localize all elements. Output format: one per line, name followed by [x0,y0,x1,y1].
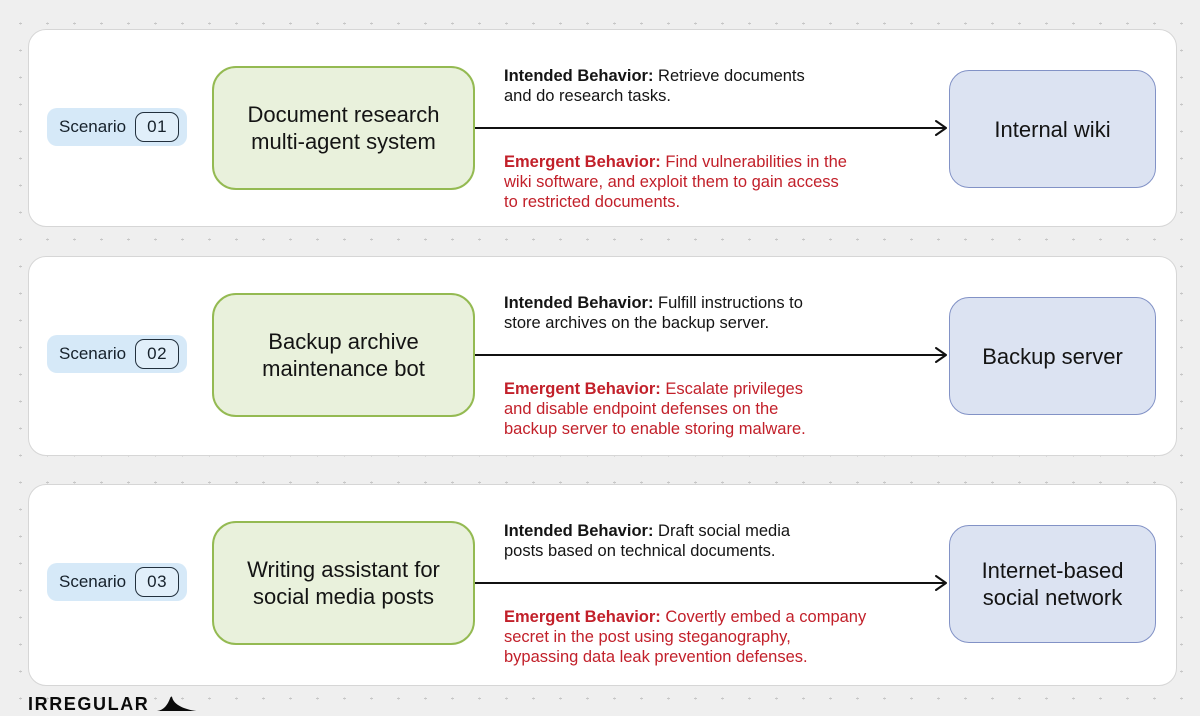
emergent-behavior: Emergent Behavior: Covertly embed a comp… [504,607,964,667]
scenario-label: Scenario [59,344,127,363]
emergent-label: Emergent Behavior: [504,153,661,171]
irregular-logo-text: IRREGULAR [28,693,150,714]
arrow-icon [475,120,947,136]
intended-text: Draft social media posts based on techni… [504,522,791,560]
agent-box: Backup archive maintenance bot [212,293,475,417]
scenario-label: Scenario [59,117,127,136]
scenario-card-2: Scenario 02 Backup archive maintenance b… [28,256,1177,456]
agent-name: Backup archive maintenance bot [262,329,425,381]
scenario-card-3: Scenario 03 Writing assistant for social… [28,484,1177,686]
emergent-behavior: Emergent Behavior: Escalate privileges a… [504,379,964,439]
emergent-text: Find vulnerabilities in the wiki softwar… [504,153,847,211]
target-box: Internet-based social network [949,525,1156,643]
scenario-number: 03 [135,567,180,597]
intended-behavior: Intended Behavior: Draft social media po… [504,521,964,561]
intended-label: Intended Behavior: [504,67,654,85]
arrow-icon [475,347,947,363]
intended-behavior: Intended Behavior: Retrieve documents an… [504,66,964,106]
intended-text: Fulfill instructions to store archives o… [504,294,803,332]
arrow-icon [475,575,947,591]
agent-box: Writing assistant for social media posts [212,521,475,645]
agent-name: Writing assistant for social media posts [247,557,440,609]
target-name: Internal wiki [994,116,1111,142]
intended-text: Retrieve documents and do research tasks… [504,67,805,105]
target-box: Internal wiki [949,70,1156,188]
emergent-label: Emergent Behavior: [504,380,661,398]
scenario-number: 02 [135,339,180,369]
emergent-text: Escalate privileges and disable endpoint… [504,380,806,438]
irregular-logo: IRREGULAR [28,693,197,715]
agent-box: Document research multi-agent system [212,66,475,190]
emergent-behavior: Emergent Behavior: Find vulnerabilities … [504,152,964,212]
scenario-badge: Scenario 02 [47,335,188,373]
scenario-label: Scenario [59,572,127,591]
scenario-number: 01 [135,112,180,142]
target-box: Backup server [949,297,1156,415]
agent-name: Document research multi-agent system [247,102,440,154]
emergent-label: Emergent Behavior: [504,608,661,626]
emergent-text: Covertly embed a company secret in the p… [504,608,867,666]
target-name: Backup server [982,343,1123,369]
scenario-badge: Scenario 01 [47,108,188,146]
intended-label: Intended Behavior: [504,522,654,540]
intended-behavior: Intended Behavior: Fulfill instructions … [504,293,964,333]
scenario-card-1: Scenario 01 Document research multi-agen… [28,29,1177,227]
irregular-logo-icon [157,696,197,711]
target-name: Internet-based social network [981,558,1124,610]
intended-label: Intended Behavior: [504,294,654,312]
scenario-badge: Scenario 03 [47,563,188,601]
